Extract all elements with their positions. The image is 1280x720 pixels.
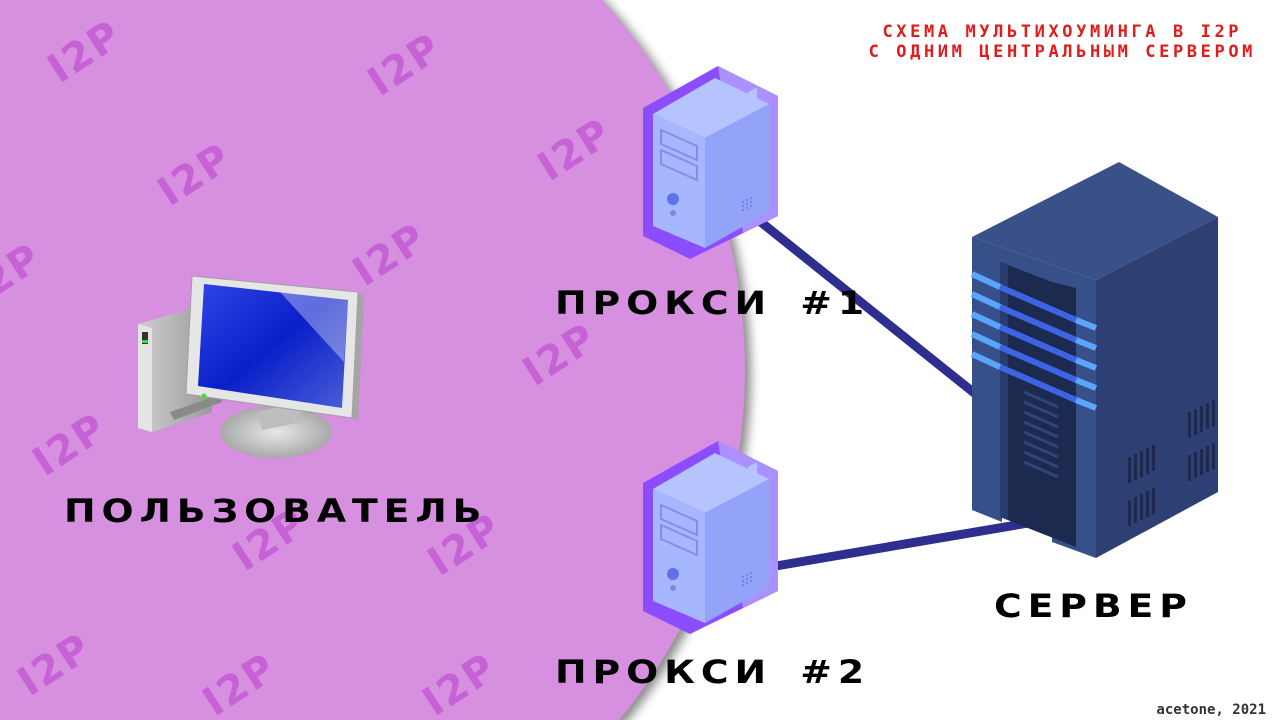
proxy2-label-text: ПРОКСИ xyxy=(555,653,772,691)
i2p-network-zone: I2P I2P I2P I2P I2P I2P I2P I2P I2P I2P … xyxy=(0,0,745,720)
diagram-title: СХЕМА МУЛЬТИХОУМИНГА В I2P С ОДНИМ ЦЕНТР… xyxy=(869,22,1256,62)
server-rack-icon xyxy=(970,162,1218,558)
proxy-tower-icon-2 xyxy=(643,441,778,634)
desktop-computer-icon xyxy=(138,275,364,458)
proxy2-node-label: ПРОКСИ #2 xyxy=(555,656,870,688)
proxy1-node-label: ПРОКСИ #1 xyxy=(555,287,870,319)
link-proxy2-server xyxy=(769,516,1041,572)
proxy1-label-text: ПРОКСИ xyxy=(555,284,772,322)
author-credit: acetone, 2021 xyxy=(1156,702,1266,718)
title-line-1: СХЕМА МУЛЬТИХОУМИНГА В I2P xyxy=(882,22,1243,42)
proxy1-number: #1 xyxy=(800,284,870,322)
proxy-tower-icon-1 xyxy=(643,66,778,259)
user-node-label: ПОЛЬЗОВАТЕЛЬ xyxy=(64,492,488,530)
server-node-label: СЕРВЕР xyxy=(994,587,1193,625)
link-proxy1-server xyxy=(749,211,981,400)
title-line-2: С ОДНИМ ЦЕНТРАЛЬНЫМ СЕРВЕРОМ xyxy=(868,42,1256,62)
proxy2-number: #2 xyxy=(800,653,870,691)
